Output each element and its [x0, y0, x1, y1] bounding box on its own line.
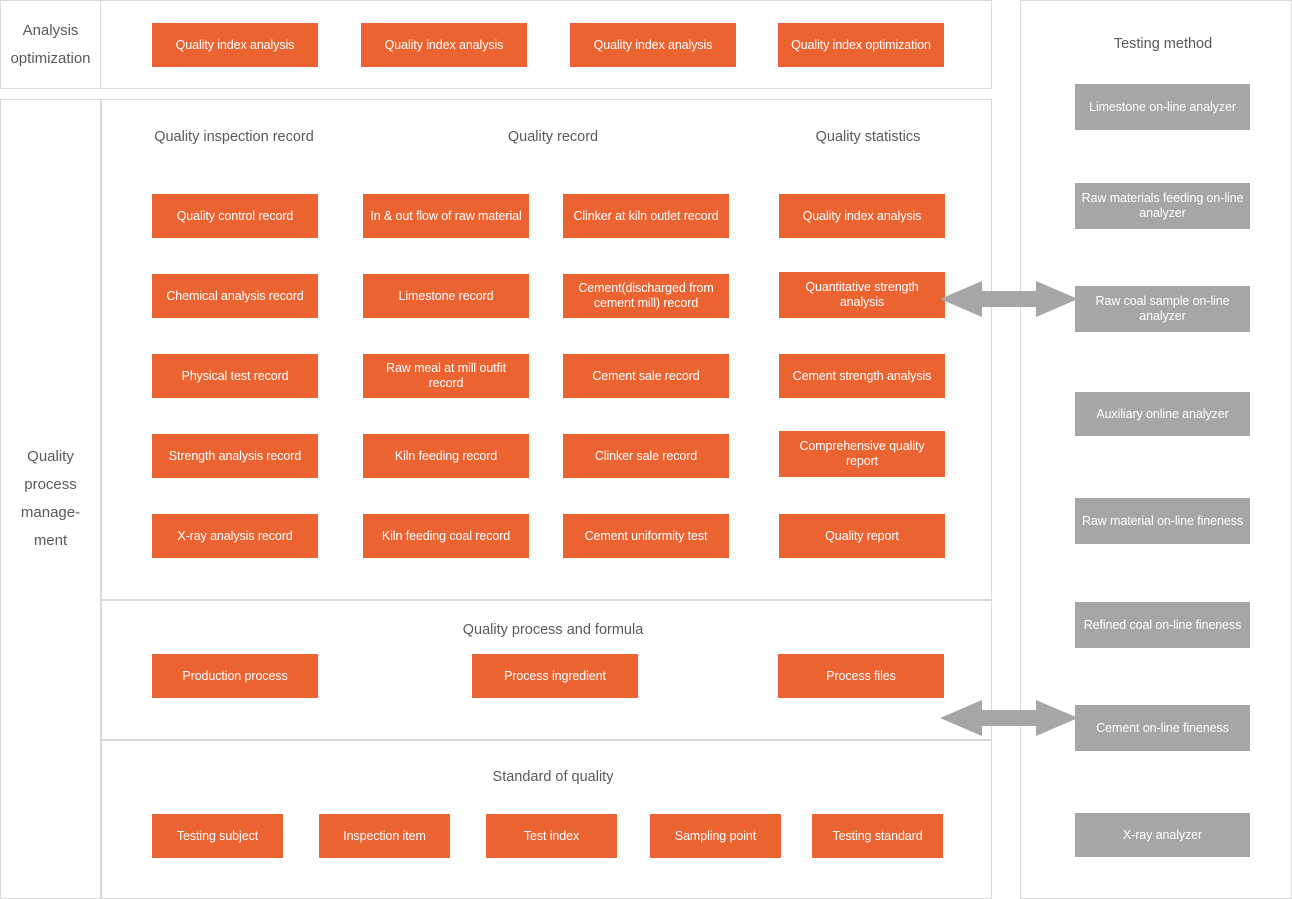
box-raw-materials-feeding-on-line-analyzer[interactable]: Raw materials feeding on-line analyzer — [1075, 183, 1250, 229]
box-raw-coal-sample-on-line-analyzer[interactable]: Raw coal sample on-line analyzer — [1075, 286, 1250, 332]
box-statistics-quality-index-analysis[interactable]: Quality index analysis — [779, 194, 945, 238]
box-inspection-item[interactable]: Inspection item — [319, 814, 450, 858]
caption-quality-record: Quality record — [507, 129, 599, 145]
caption-testing-method: Testing method — [1113, 36, 1213, 52]
box-cement-discharged-from-cement-mill-record[interactable]: Cement(discharged from cement mill) reco… — [563, 274, 729, 318]
box-x-ray-analyzer[interactable]: X-ray analyzer — [1075, 813, 1250, 857]
box-testing-subject[interactable]: Testing subject — [152, 814, 283, 858]
box-limestone-record[interactable]: Limestone record — [363, 274, 529, 318]
box-comprehensive-quality-report[interactable]: Comprehensive quality report — [779, 431, 945, 477]
box-analysis-quality-index-optimization[interactable]: Quality index optimization — [778, 23, 944, 67]
box-analysis-quality-index-analysis-1[interactable]: Quality index analysis — [152, 23, 318, 67]
box-auxiliary-online-analyzer[interactable]: Auxiliary online analyzer — [1075, 392, 1250, 436]
box-cement-sale-record[interactable]: Cement sale record — [563, 354, 729, 398]
panel-testing-method — [1020, 0, 1292, 899]
box-analysis-quality-index-analysis-2[interactable]: Quality index analysis — [361, 23, 527, 67]
box-x-ray-analysis-record[interactable]: X-ray analysis record — [152, 514, 318, 558]
box-test-index[interactable]: Test index — [486, 814, 617, 858]
box-sampling-point[interactable]: Sampling point — [650, 814, 781, 858]
box-chemical-analysis-record[interactable]: Chemical analysis record — [152, 274, 318, 318]
box-physical-test-record[interactable]: Physical test record — [152, 354, 318, 398]
double-arrow-icon — [940, 281, 1078, 317]
box-raw-material-on-line-fineness[interactable]: Raw material on-line fineness — [1075, 498, 1250, 544]
rail-cell-analysis-optimization — [0, 0, 101, 89]
box-kiln-feeding-record[interactable]: Kiln feeding record — [363, 434, 529, 478]
box-quantitative-strength-analysis[interactable]: Quantitative strength analysis — [779, 272, 945, 318]
box-analysis-quality-index-analysis-3[interactable]: Quality index analysis — [570, 23, 736, 67]
rail-label-line-1: Quality — [27, 448, 74, 465]
rail-label-line-2: process — [24, 476, 77, 493]
caption-quality-inspection-record: Quality inspection record — [154, 129, 314, 145]
connector-quantitative-strength-to-raw-coal — [940, 278, 1078, 320]
box-cement-strength-analysis[interactable]: Cement strength analysis — [779, 354, 945, 398]
box-cement-on-line-fineness[interactable]: Cement on-line fineness — [1075, 705, 1250, 751]
box-process-files[interactable]: Process files — [778, 654, 944, 698]
rail-label-line-3: manage- — [20, 504, 81, 521]
box-in-out-flow-of-raw-material[interactable]: In & out flow of raw material — [363, 194, 529, 238]
box-production-process[interactable]: Production process — [152, 654, 318, 698]
box-testing-standard[interactable]: Testing standard — [812, 814, 943, 858]
box-kiln-feeding-coal-record[interactable]: Kiln feeding coal record — [363, 514, 529, 558]
box-cement-uniformity-test[interactable]: Cement uniformity test — [563, 514, 729, 558]
box-quality-report[interactable]: Quality report — [779, 514, 945, 558]
double-arrow-icon — [940, 700, 1078, 736]
box-clinker-at-kiln-outlet-record[interactable]: Clinker at kiln outlet record — [563, 194, 729, 238]
rail-label-analysis-optimization: Analysis optimization — [10, 21, 91, 67]
caption-quality-statistics: Quality statistics — [815, 129, 921, 145]
caption-standard-of-quality: Standard of quality — [492, 769, 614, 785]
box-process-ingredient[interactable]: Process ingredient — [472, 654, 638, 698]
box-raw-meal-at-mill-outfit-record[interactable]: Raw meal at mill outfit record — [363, 354, 529, 398]
box-quality-control-record[interactable]: Quality control record — [152, 194, 318, 238]
box-strength-analysis-record[interactable]: Strength analysis record — [152, 434, 318, 478]
rail-label-quality-process-management: Quality process manage- ment — [0, 99, 101, 899]
caption-quality-process-and-formula: Quality process and formula — [462, 622, 644, 638]
box-limestone-on-line-analyzer[interactable]: Limestone on-line analyzer — [1075, 84, 1250, 130]
rail-label-line-4: ment — [33, 532, 68, 549]
box-clinker-sale-record[interactable]: Clinker sale record — [563, 434, 729, 478]
connector-process-files-to-cement-fineness — [940, 697, 1078, 739]
box-refined-coal-on-line-fineness[interactable]: Refined coal on-line fineness — [1075, 602, 1250, 648]
